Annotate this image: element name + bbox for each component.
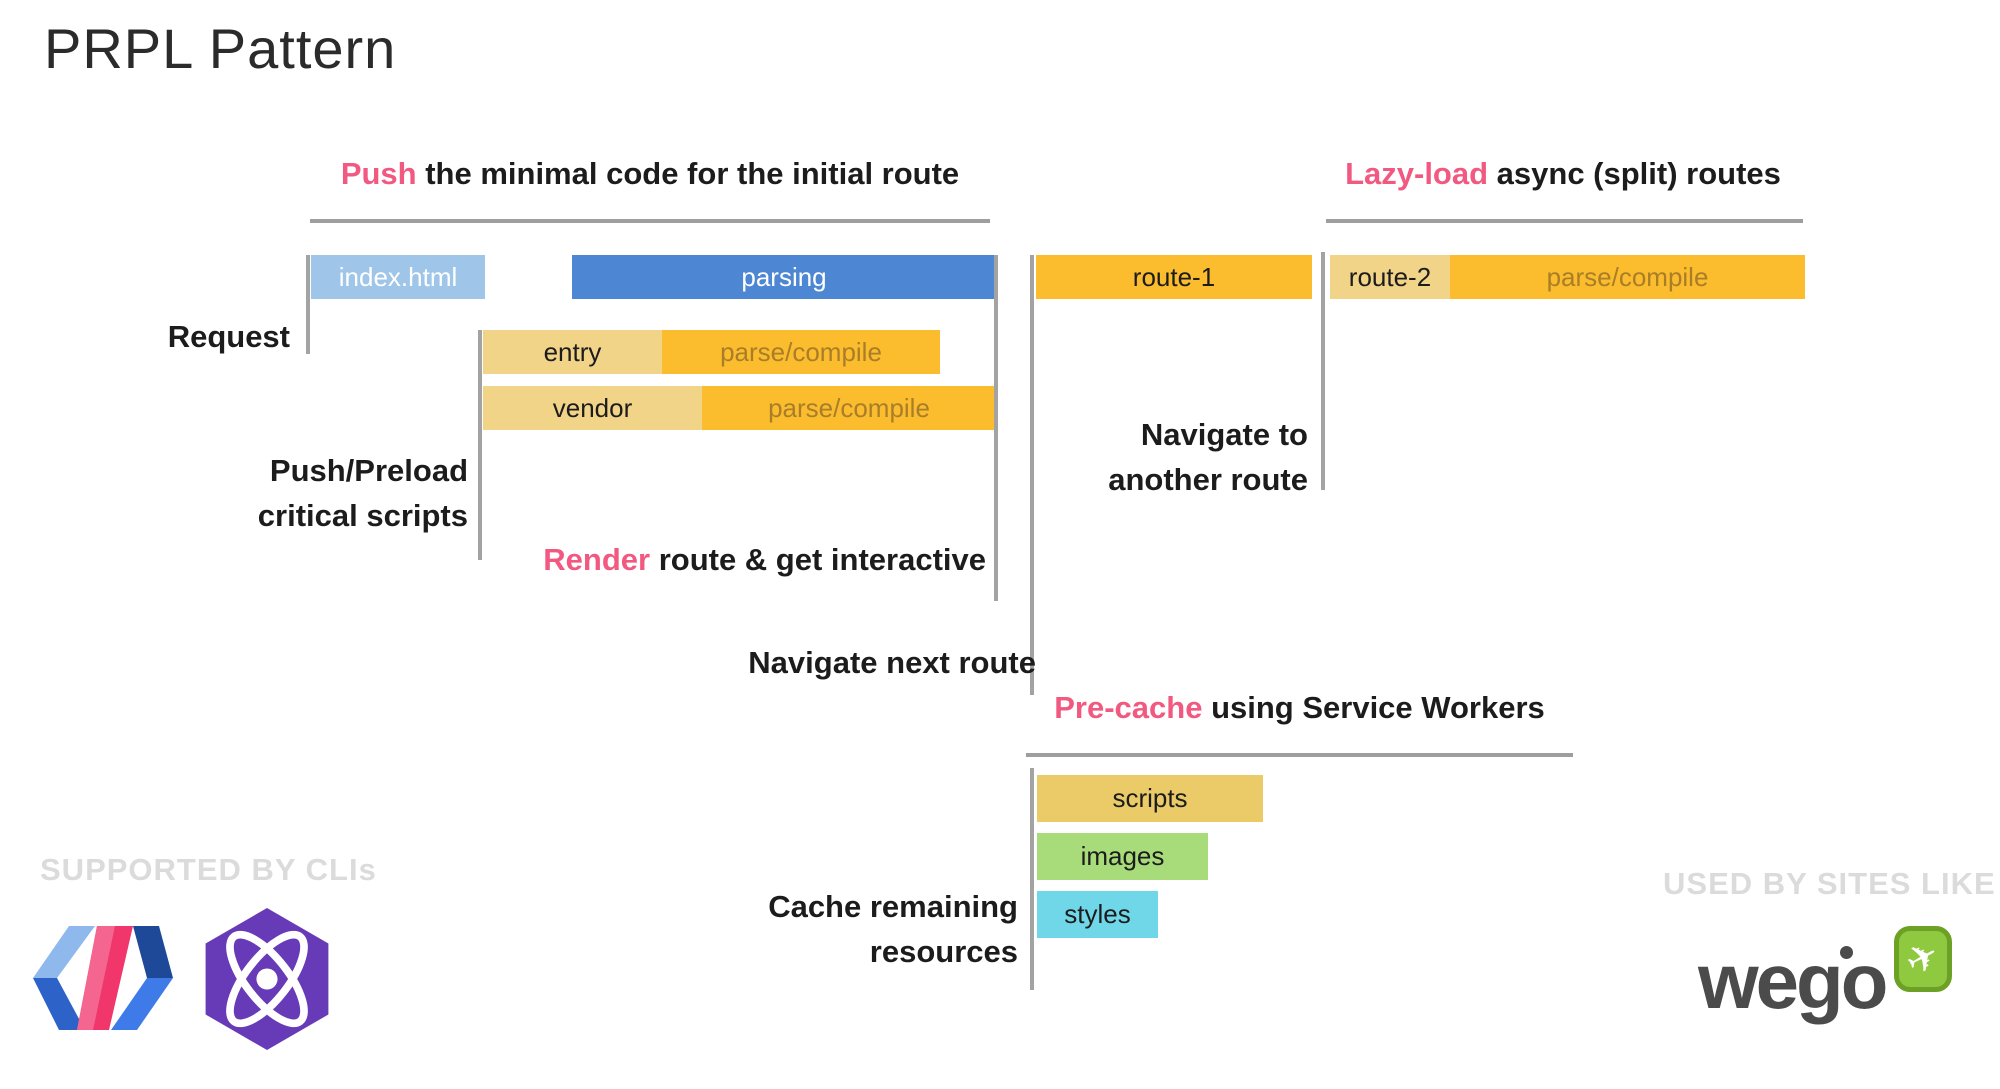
render-heading-rest: route & get interactive [650, 542, 986, 577]
cache-remaining-label: Cache remaining resources [718, 884, 1018, 974]
bar-route-1: route-1 [1036, 255, 1312, 299]
push-heading-rest: the minimal code for the initial route [416, 156, 960, 191]
bar-index-html: index.html [311, 255, 485, 299]
request-label: Request [167, 319, 290, 354]
push-preload-label-line1: Push/Preload [269, 453, 468, 488]
supported-by-clis-caption: SUPPORTED BY CLIs [40, 852, 377, 887]
bar-entry-parse-compile: parse/compile [662, 330, 940, 374]
polymer-logo-icon [33, 926, 173, 1030]
pre-cache-section-heading: Pre-cache using Service Workers [1026, 690, 1573, 726]
cache-resources-line [1030, 768, 1034, 990]
render-heading-accent: Render [543, 542, 651, 577]
pre-cache-heading-underline [1026, 753, 1573, 757]
lazy-load-heading-rest: async (split) routes [1488, 156, 1781, 191]
wego-plane-badge: ✈ [1894, 926, 1952, 992]
airplane-icon: ✈ [1899, 932, 1947, 986]
pre-cache-heading-rest: using Service Workers [1202, 690, 1545, 725]
lazy-load-heading-underline [1326, 219, 1803, 223]
render-heading: Render route & get interactive [400, 542, 986, 578]
render-interactive-line [994, 255, 998, 601]
push-section-heading: Push the minimal code for the initial ro… [310, 156, 990, 192]
bar-scripts: scripts [1037, 775, 1263, 822]
wego-wordmark: wego [1698, 937, 1888, 1025]
lazy-load-section-heading: Lazy-load async (split) routes [1322, 156, 1804, 192]
bar-vendor-parse-compile: parse/compile [702, 386, 996, 430]
bar-entry: entry [483, 330, 662, 374]
cache-remaining-line2: resources [869, 934, 1018, 969]
bar-images: images [1037, 833, 1208, 880]
request-start-line [306, 255, 310, 354]
push-preload-label: Push/Preload critical scripts [168, 448, 468, 538]
bar-styles: styles [1037, 891, 1158, 938]
bar-parsing: parsing [572, 255, 996, 299]
push-heading-underline [310, 219, 990, 223]
bar-route-2: route-2 [1330, 255, 1450, 299]
push-heading-accent: Push [340, 156, 417, 191]
push-preload-line [478, 330, 482, 560]
navigate-another-line [1321, 252, 1325, 490]
page-title: PRPL Pattern [44, 17, 397, 80]
used-by-sites-caption: USED BY SITES LIKE [1663, 866, 1996, 901]
push-preload-label-line2: critical scripts [257, 498, 468, 533]
preact-logo-icon [205, 908, 329, 1050]
navigate-another-label: Navigate to another route [1008, 412, 1308, 502]
wego-dot [1840, 946, 1853, 959]
navigate-another-line1: Navigate to [1140, 417, 1308, 452]
navigate-next-line [1030, 255, 1034, 695]
navigate-another-line2: another route [1108, 462, 1308, 497]
bar-route-2-parse-compile: parse/compile [1450, 255, 1805, 299]
lazy-load-heading-accent: Lazy-load [1345, 156, 1489, 191]
bar-vendor: vendor [483, 386, 702, 430]
navigate-next-label: Navigate next route [748, 645, 1036, 680]
cache-remaining-line1: Cache remaining [768, 889, 1018, 924]
pre-cache-heading-accent: Pre-cache [1054, 690, 1203, 725]
